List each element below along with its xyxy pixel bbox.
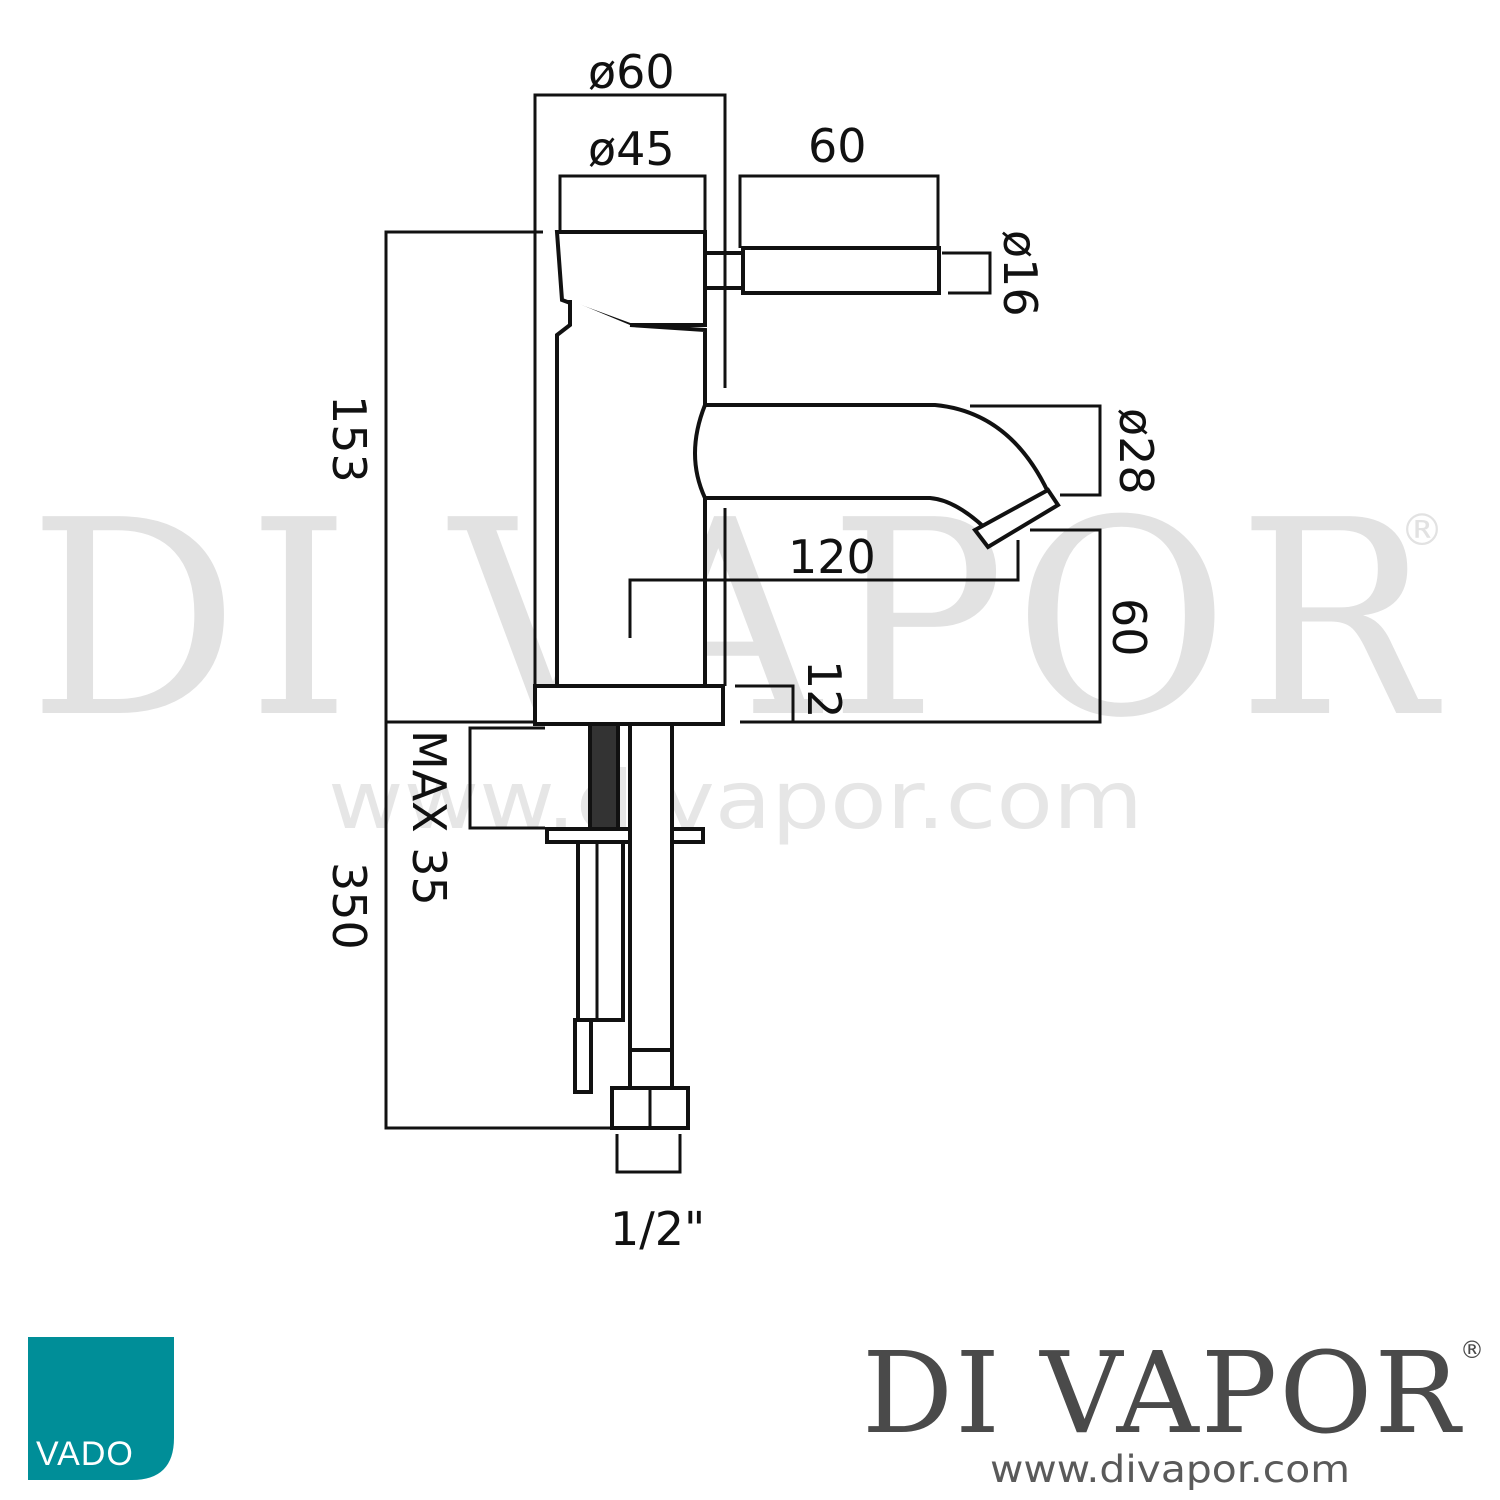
handle-cap <box>554 230 707 327</box>
dim-max-deck-thickness: MAX 35 <box>402 730 456 906</box>
divapor-brand: DI VAPOR <box>862 1329 1464 1459</box>
dim-spout-diameter: ø28 <box>1109 408 1163 495</box>
lever-bar <box>741 246 941 295</box>
dim-spout-reach: 120 <box>788 530 876 584</box>
vado-logo-text: VADO <box>36 1435 134 1473</box>
spout <box>693 403 1051 531</box>
watermark-url: www.divapor.com <box>328 754 1143 847</box>
vado-logo: VADO <box>28 1337 174 1480</box>
dimension-lines <box>384 93 1102 1174</box>
watermark: DI VAPOR ® www.divapor.com <box>28 462 1444 847</box>
dim-hose-length: 350 <box>322 862 376 950</box>
dim-base-height: 12 <box>797 660 851 719</box>
watermark-registered-mark: ® <box>1400 505 1444 556</box>
dim-body-diameter: ø60 <box>588 45 675 99</box>
dim-top-diameter: ø45 <box>588 122 675 176</box>
divapor-url: www.divapor.com <box>990 1448 1350 1491</box>
dim-overall-height: 153 <box>322 395 376 483</box>
divapor-logo: DI VAPOR ® www.divapor.com <box>862 1329 1484 1491</box>
dim-spout-height: 60 <box>1102 598 1156 657</box>
dim-connection-size: 1/2" <box>610 1202 705 1256</box>
supply-pipe <box>628 722 674 1052</box>
dimension-labels: ø60 ø45 60 ø16 ø28 120 60 12 153 MAX 35 … <box>322 45 1163 1256</box>
watermark-brand: DI VAPOR <box>28 462 1443 777</box>
pipe-connector <box>628 1048 674 1090</box>
threaded-shank <box>588 722 620 834</box>
popup-rod <box>576 840 625 1022</box>
divapor-registered-mark: ® <box>1460 1336 1484 1364</box>
dim-lever-length: 60 <box>808 119 867 173</box>
dim-lever-diameter: ø16 <box>993 230 1047 317</box>
popup-rod-lower <box>573 1018 593 1094</box>
tap-outline <box>533 230 1061 1130</box>
base-plate <box>533 684 725 726</box>
spout-aerator <box>971 487 1061 550</box>
